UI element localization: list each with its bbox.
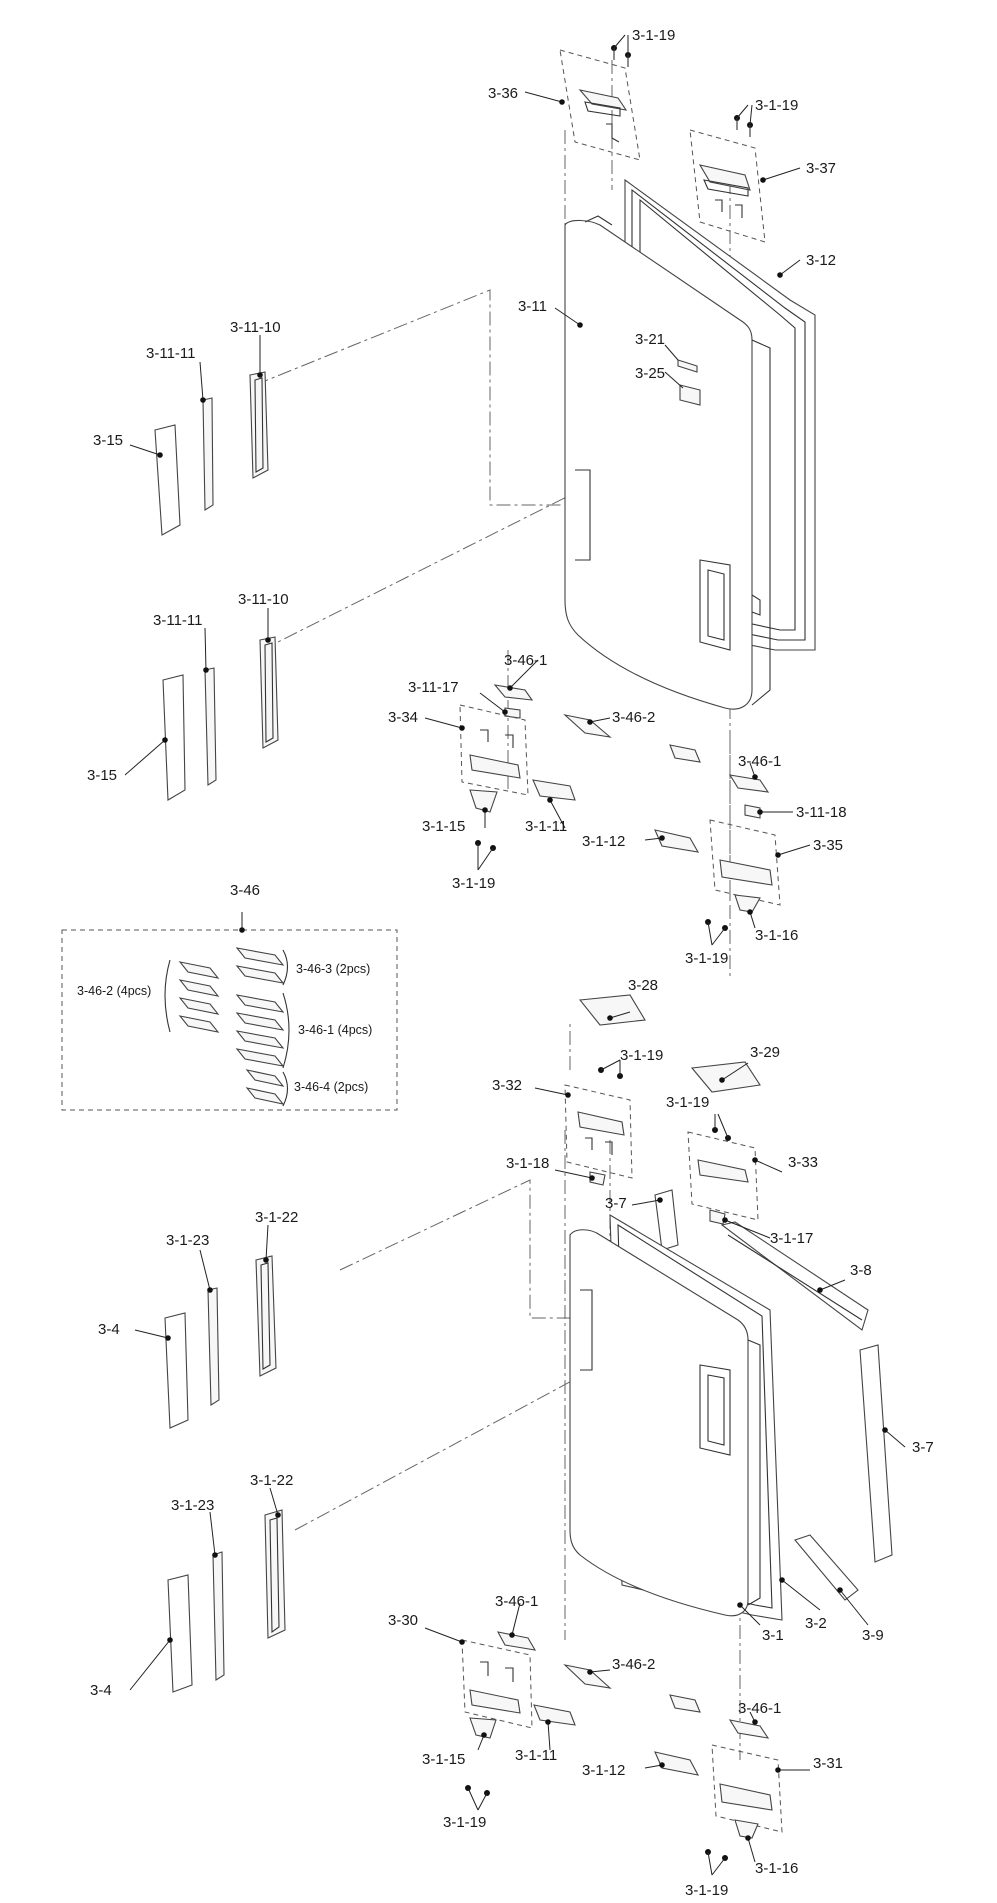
label-part-3-7-upper: 3-7 bbox=[605, 1195, 627, 1212]
label-hinge-3-36: 3-36 bbox=[488, 85, 518, 102]
label-handle-cap-3-1-22-b: 3-1-22 bbox=[250, 1472, 293, 1489]
label-handle-strip-3-1-23-b: 3-1-23 bbox=[171, 1497, 214, 1514]
label-screw-upper-left: 3-1-19 bbox=[452, 875, 495, 892]
label-screw-mid-b: 3-1-19 bbox=[666, 1094, 709, 1111]
label-handle-strip-3-11-11-a: 3-11-11 bbox=[146, 345, 195, 362]
label-door-3-1: 3-1 bbox=[762, 1627, 784, 1644]
label-handle-strip-3-11-11-b: 3-11-11 bbox=[153, 612, 202, 629]
label-part-3-25: 3-25 bbox=[635, 365, 665, 382]
upper-top-hinge-right bbox=[689, 115, 766, 243]
label-handle-cap-3-1-22-a: 3-1-22 bbox=[255, 1209, 298, 1226]
label-kit-3-46-1: 3-46-1 (4pcs) bbox=[298, 1023, 372, 1037]
label-part-3-11-18: 3-11-18 bbox=[796, 804, 847, 821]
part-labels: 3-1-19 3-36 3-1-19 3-37 3-12 3-11 3-21 3… bbox=[77, 27, 934, 1899]
label-handle-cover-3-15-a: 3-15 bbox=[93, 432, 123, 449]
label-handle-strip-3-1-23-a: 3-1-23 bbox=[166, 1232, 209, 1249]
label-hinge-3-37: 3-37 bbox=[806, 160, 836, 177]
label-part-3-28: 3-28 bbox=[628, 977, 658, 994]
kit-3-46 bbox=[61, 929, 398, 1111]
label-gasket-3-2: 3-2 bbox=[805, 1615, 827, 1632]
label-part-3-1-18: 3-1-18 bbox=[506, 1155, 549, 1172]
label-hinge-3-34: 3-34 bbox=[388, 709, 418, 726]
label-shim-3-46-1-right: 3-46-1 bbox=[738, 753, 781, 770]
label-part-3-11-17: 3-11-17 bbox=[408, 679, 459, 696]
label-gasket-3-12: 3-12 bbox=[806, 252, 836, 269]
label-shim-3-46-2-lower: 3-46-2 bbox=[612, 1656, 655, 1673]
label-screw-lower-right: 3-1-19 bbox=[685, 1882, 728, 1899]
label-shim-3-46-2: 3-46-2 bbox=[612, 709, 655, 726]
label-cover-3-1-11-lower: 3-1-11 bbox=[515, 1747, 557, 1764]
label-cover-3-1-11: 3-1-11 bbox=[525, 818, 567, 835]
label-screw-mid-a: 3-1-19 bbox=[620, 1047, 663, 1064]
label-part-3-21: 3-21 bbox=[635, 331, 665, 348]
label-handle-cap-3-11-10-b: 3-11-10 bbox=[238, 591, 289, 608]
upper-bottom-hinges bbox=[459, 684, 781, 931]
label-part-3-1-17: 3-1-17 bbox=[770, 1230, 813, 1247]
leader-dots bbox=[157, 99, 888, 1841]
label-bracket-3-1-15: 3-1-15 bbox=[422, 818, 465, 835]
label-hinge-3-32: 3-32 bbox=[492, 1077, 522, 1094]
upper-top-hinge-left bbox=[559, 45, 641, 161]
label-bracket-3-1-16-lower: 3-1-16 bbox=[755, 1860, 798, 1877]
label-cover-3-1-12-lower: 3-1-12 bbox=[582, 1762, 625, 1779]
label-part-3-9: 3-9 bbox=[862, 1627, 884, 1644]
label-kit-3-46: 3-46 bbox=[230, 882, 260, 899]
label-handle-cover-3-4-b: 3-4 bbox=[90, 1682, 112, 1699]
label-hinge-3-35: 3-35 bbox=[813, 837, 843, 854]
label-hinge-3-31: 3-31 bbox=[813, 1755, 843, 1772]
label-handle-cap-3-11-10-a: 3-11-10 bbox=[230, 319, 281, 336]
label-hinge-3-33: 3-33 bbox=[788, 1154, 818, 1171]
label-handle-cover-3-15-b: 3-15 bbox=[87, 767, 117, 784]
label-cover-3-1-12: 3-1-12 bbox=[582, 833, 625, 850]
label-shim-3-46-1-left-lower: 3-46-1 bbox=[495, 1593, 538, 1610]
label-kit-3-46-2: 3-46-2 (4pcs) bbox=[77, 984, 151, 998]
label-bracket-3-1-16: 3-1-16 bbox=[755, 927, 798, 944]
label-screw-lower-left: 3-1-19 bbox=[443, 1814, 486, 1831]
label-hinge-3-30: 3-30 bbox=[388, 1612, 418, 1629]
lower-handles bbox=[164, 1255, 286, 1693]
leader-lines bbox=[124, 34, 906, 1876]
label-handle-cover-3-4-a: 3-4 bbox=[98, 1321, 120, 1338]
label-bracket-3-1-15-lower: 3-1-15 bbox=[422, 1751, 465, 1768]
upper-door-assembly bbox=[564, 178, 816, 710]
label-door-3-11: 3-11 bbox=[518, 298, 547, 315]
label-part-3-7-right: 3-7 bbox=[912, 1439, 934, 1456]
label-kit-3-46-3: 3-46-3 (2pcs) bbox=[296, 962, 370, 976]
label-shim-3-46-1-left: 3-46-1 bbox=[504, 652, 547, 669]
label-screw-top-a: 3-1-19 bbox=[632, 27, 675, 44]
label-part-3-29: 3-29 bbox=[750, 1044, 780, 1061]
label-part-3-8: 3-8 bbox=[850, 1262, 872, 1279]
label-screw-top-b: 3-1-19 bbox=[755, 97, 798, 114]
upper-handles bbox=[154, 371, 279, 801]
lower-door-assembly bbox=[569, 1189, 893, 1621]
label-shim-3-46-1-right-lower: 3-46-1 bbox=[738, 1700, 781, 1717]
label-screw-upper-right: 3-1-19 bbox=[685, 950, 728, 967]
label-kit-3-46-4: 3-46-4 (2pcs) bbox=[294, 1080, 368, 1094]
middle-hinges bbox=[564, 994, 761, 1225]
